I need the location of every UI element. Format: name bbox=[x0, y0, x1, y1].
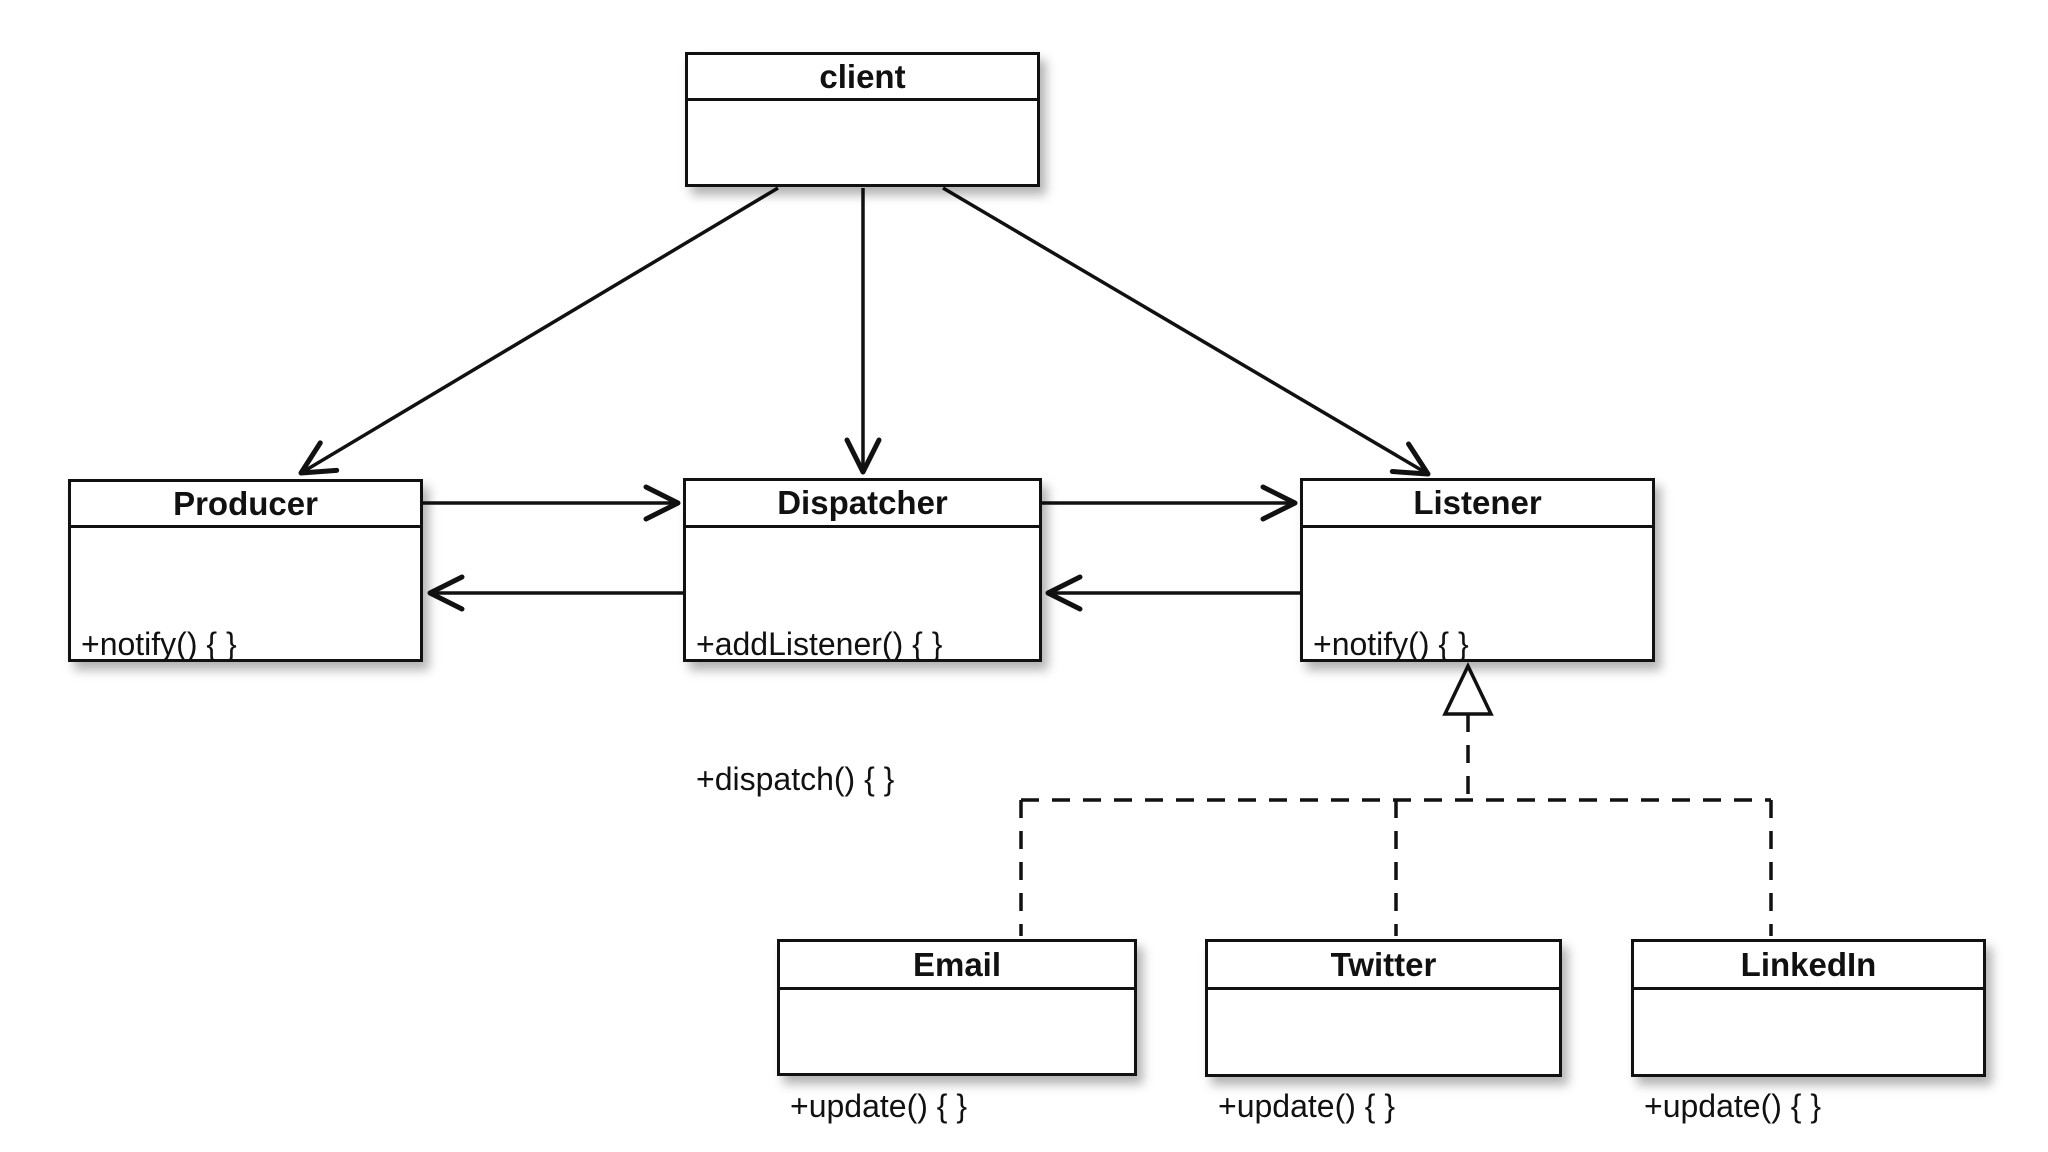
method-label: +update() { } bbox=[1644, 1088, 1822, 1124]
class-body-twitter: +update() { } bbox=[1208, 990, 1559, 1152]
class-box-dispatcher: Dispatcher +addListener() { } +dispatch(… bbox=[683, 478, 1042, 797]
class-body-listener: +notify() { } bbox=[1303, 528, 1652, 757]
class-title-linkedin: LinkedIn bbox=[1634, 942, 1983, 990]
class-body-linkedin: +update() { } bbox=[1634, 990, 1983, 1152]
arrow-client-to-listener bbox=[942, 186, 1431, 477]
class-box-twitter: Twitter +update() { } bbox=[1205, 939, 1562, 1124]
class-title-client: client bbox=[688, 55, 1037, 101]
class-box-email: Email +update() { } bbox=[777, 939, 1137, 1124]
class-body-client bbox=[688, 101, 1037, 105]
class-title-email: Email bbox=[780, 942, 1134, 990]
arrow-client-to-producer bbox=[298, 186, 779, 476]
method-label: +dispatch() { } bbox=[696, 761, 895, 797]
class-box-client: client bbox=[685, 52, 1040, 187]
class-box-linkedin: LinkedIn +update() { } bbox=[1631, 939, 1986, 1124]
class-body-email: +update() { } bbox=[780, 990, 1134, 1152]
class-box-listener: Listener +notify() { } bbox=[1300, 478, 1655, 662]
method-label: +update() { } bbox=[790, 1088, 968, 1124]
method-label: +notify() { } bbox=[81, 626, 237, 662]
class-title-producer: Producer bbox=[71, 482, 420, 528]
method-label: +notify() { } bbox=[1313, 626, 1469, 662]
method-label: +addListener() { } bbox=[696, 626, 943, 662]
class-body-producer: +notify() { } bbox=[71, 528, 420, 757]
class-body-dispatcher: +addListener() { } +dispatch() { } bbox=[686, 528, 1039, 892]
class-box-producer: Producer +notify() { } bbox=[68, 479, 423, 662]
class-title-twitter: Twitter bbox=[1208, 942, 1559, 990]
class-title-listener: Listener bbox=[1303, 481, 1652, 528]
class-title-dispatcher: Dispatcher bbox=[686, 481, 1039, 528]
method-label: +update() { } bbox=[1218, 1088, 1396, 1124]
